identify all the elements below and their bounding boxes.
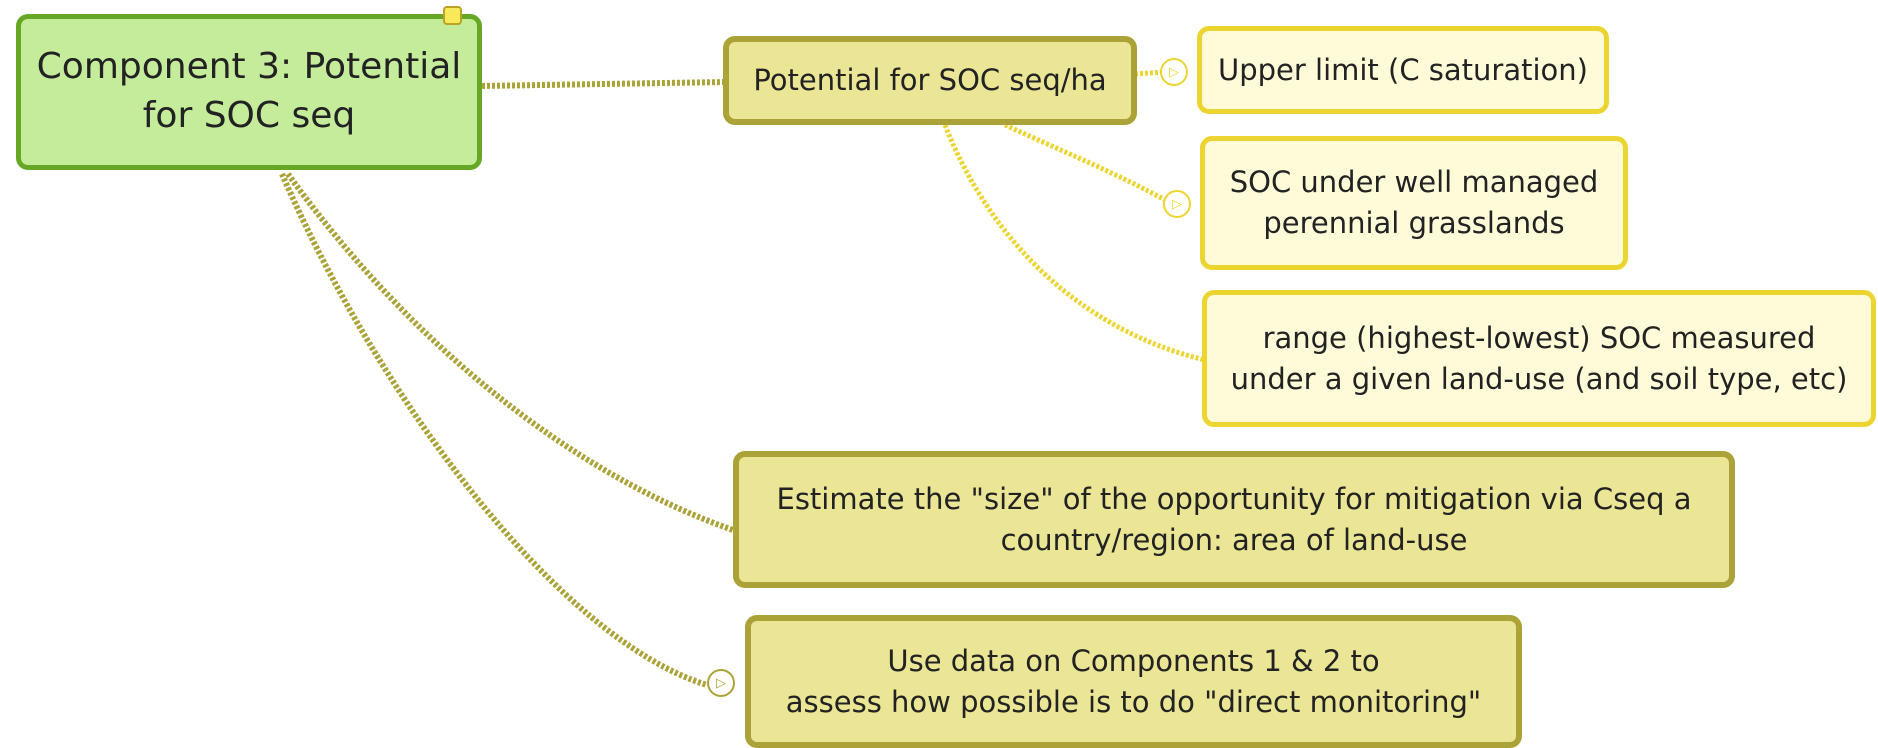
- topic-use-data-text: Use data on Components 1 & 2 to assess h…: [785, 643, 1482, 719]
- topic-well-managed-text: SOC under well managed perennial grassla…: [1229, 165, 1599, 240]
- link-root-to-potential: [481, 79, 725, 89]
- root-topic-text: Component 3: Potential for SOC seq: [36, 46, 462, 136]
- topic-well-managed[interactable]: SOC under well managed perennial grassla…: [1200, 136, 1628, 270]
- play-circle-icon[interactable]: ▷: [1163, 190, 1191, 218]
- topic-potential-per-ha-text: Potential for SOC seq/ha: [753, 63, 1107, 98]
- topic-range-measured-text: range (highest-lowest) SOC measured unde…: [1230, 320, 1848, 396]
- link-potential-to-wellmanaged: [1003, 122, 1167, 203]
- topic-potential-per-ha[interactable]: Potential for SOC seq/ha: [723, 36, 1137, 125]
- topic-use-data[interactable]: Use data on Components 1 & 2 to assess h…: [745, 615, 1522, 748]
- link-root-to-estimate: [285, 172, 734, 533]
- topic-estimate-size[interactable]: Estimate the "size" of the opportunity f…: [733, 451, 1735, 588]
- link-potential-to-upper: [1134, 69, 1164, 77]
- link-potential-to-range: [942, 124, 1206, 363]
- topic-upper-limit[interactable]: Upper limit (C saturation): [1197, 26, 1609, 114]
- topic-estimate-size-text: Estimate the "size" of the opportunity f…: [776, 481, 1692, 557]
- topic-upper-limit-text: Upper limit (C saturation): [1217, 52, 1588, 87]
- resize-handle-icon[interactable]: [443, 6, 462, 25]
- play-circle-icon[interactable]: ▷: [1160, 58, 1188, 86]
- link-root-to-use-data: [279, 172, 708, 688]
- root-topic[interactable]: Component 3: Potential for SOC seq: [16, 14, 482, 170]
- play-circle-icon[interactable]: ▷: [707, 669, 735, 697]
- topic-range-measured[interactable]: range (highest-lowest) SOC measured unde…: [1202, 290, 1876, 427]
